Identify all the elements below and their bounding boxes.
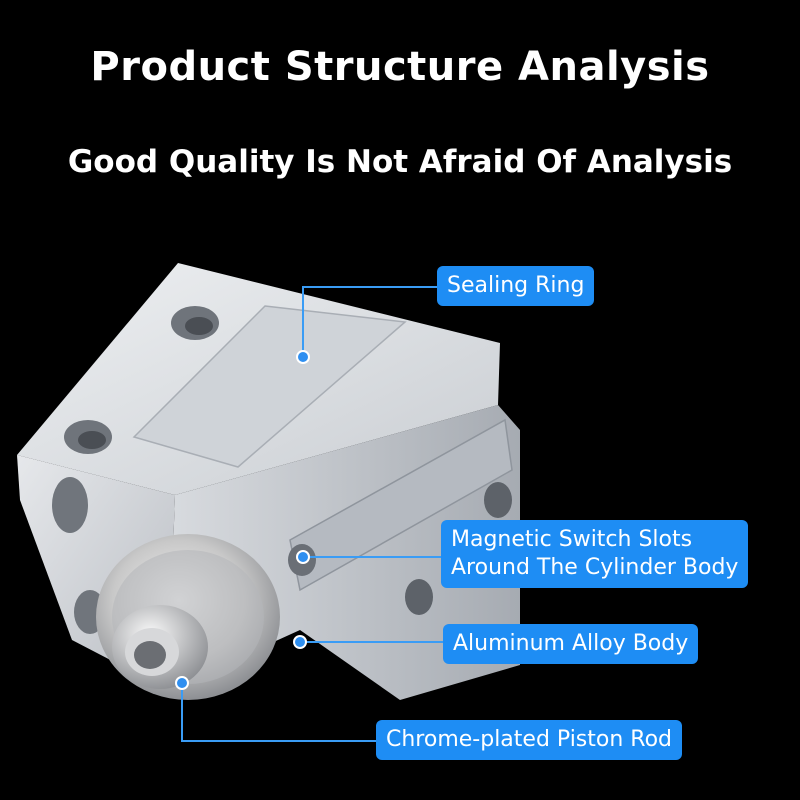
callout-dot (296, 550, 310, 564)
callout-line-sealing-ring (302, 286, 437, 357)
label-sealing-ring: Sealing Ring (437, 266, 595, 306)
side-port (405, 579, 433, 615)
callout-dot (296, 350, 310, 364)
label-magnetic-slots-line1: Magnetic Switch Slots (451, 527, 693, 552)
callout-dot (175, 676, 189, 690)
page-subtitle: Good Quality Is Not Afraid Of Analysis (67, 144, 733, 180)
callout-line-piston-rod (181, 683, 376, 742)
top-groove (132, 305, 407, 468)
label-aluminum-body: Aluminum Alloy Body (443, 624, 699, 664)
label-sealing-ring-text: Sealing Ring (447, 273, 585, 298)
label-magnetic-slots-line2: Around The Cylinder Body (451, 555, 739, 580)
label-piston-rod-text: Chrome-plated Piston Rod (386, 727, 673, 752)
label-aluminum-body-text: Aluminum Alloy Body (453, 631, 689, 656)
side-port (484, 482, 512, 518)
page-title: Product Structure Analysis (90, 44, 710, 90)
callout-dot (293, 635, 307, 649)
label-magnetic-slots: Magnetic Switch Slots Around The Cylinde… (441, 520, 749, 588)
label-piston-rod: Chrome-plated Piston Rod (376, 720, 683, 760)
front-hole (52, 477, 88, 533)
